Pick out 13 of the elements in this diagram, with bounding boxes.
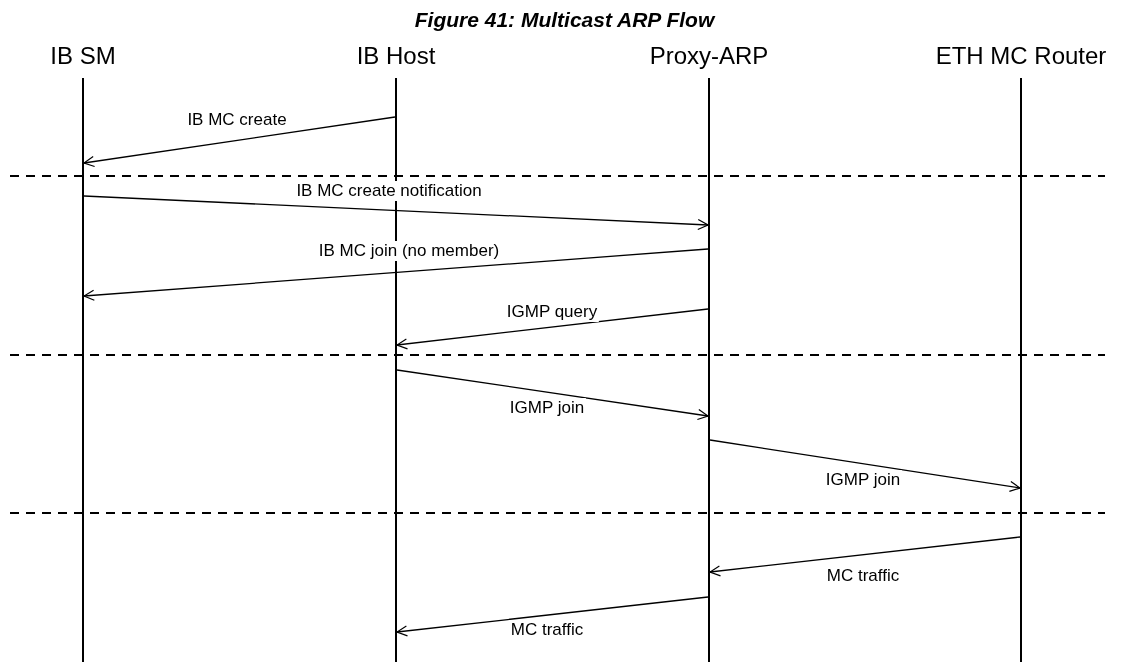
figure-title: Figure 41: Multicast ARP Flow — [413, 8, 717, 32]
message-arrow — [396, 308, 709, 350]
message-arrow — [83, 195, 709, 231]
participant-label: IB Host — [356, 42, 436, 70]
participant-label: Proxy-ARP — [649, 42, 769, 70]
message-arrow — [396, 596, 709, 637]
message-arrow — [396, 369, 709, 421]
message-arrow — [709, 536, 1021, 577]
participant-label: IB SM — [50, 42, 116, 70]
message-arrow — [709, 439, 1021, 492]
message-arrow — [83, 116, 396, 168]
message-arrow — [83, 248, 709, 301]
participant-label: ETH MC Router — [935, 42, 1107, 70]
